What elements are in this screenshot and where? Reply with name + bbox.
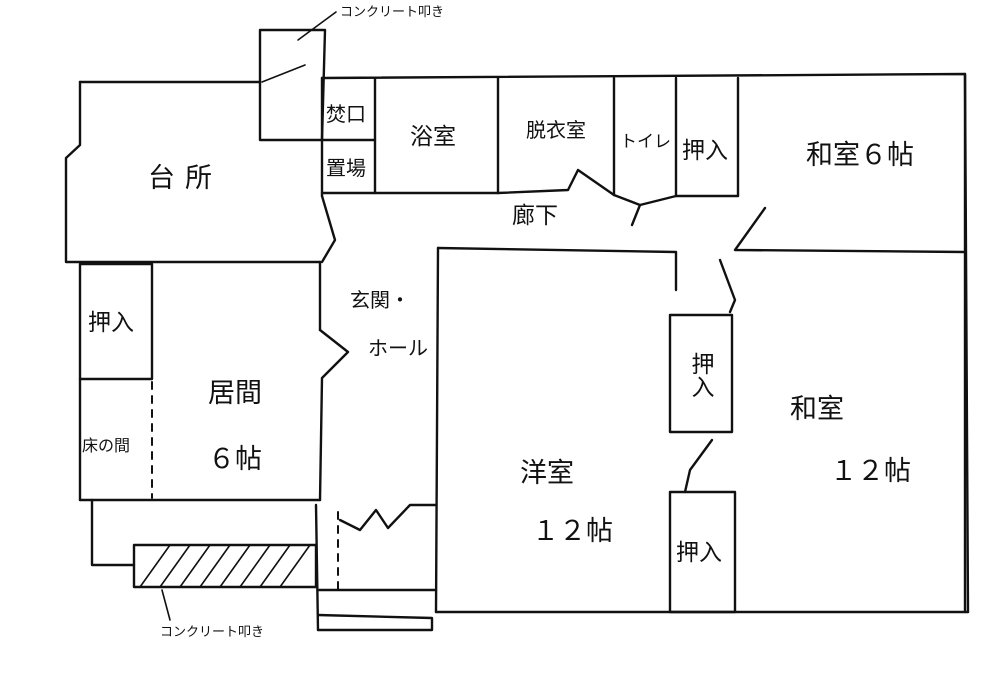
closet-mid-box <box>668 313 734 434</box>
washitsu12-label-1: 和室 <box>790 394 844 425</box>
closet-left-box <box>78 262 154 381</box>
concrete-top-leader <box>297 11 337 41</box>
living-label-2: ６帖 <box>208 444 262 475</box>
concrete-bottom-leader <box>161 589 171 621</box>
entrance-sill <box>316 613 434 632</box>
washitsu6-lower-wall <box>733 206 967 254</box>
closet-left-label: 押入 <box>88 310 134 336</box>
entrance-label-1: 玄関・ <box>350 288 410 312</box>
washitsu12-label-2: １２帖 <box>830 456 911 487</box>
dressing-label: 脱衣室 <box>526 118 586 142</box>
concrete-top-note: コンクリート叩き <box>340 5 445 20</box>
bath-label: 浴室 <box>410 124 456 150</box>
entrance-label-2: ホール <box>368 336 428 360</box>
washitsu6-door <box>638 194 678 207</box>
youshitsu-top <box>436 246 678 292</box>
step-wall <box>90 498 136 567</box>
living-label-1: 居間 <box>208 378 262 409</box>
entrance-left-wall <box>314 503 320 632</box>
dressing-bottom <box>496 168 616 197</box>
concrete-top-enclosure <box>258 28 327 142</box>
closet-top-label: 押入 <box>682 138 728 164</box>
youshitsu-top-right <box>718 258 737 314</box>
hall-door <box>318 328 350 502</box>
corridor-label: 廊下 <box>512 203 558 229</box>
washitsu6-label: 和室６帖 <box>806 140 914 171</box>
tokonoma-label: 床の間 <box>82 436 131 455</box>
kitchen-right-jamb <box>320 194 337 264</box>
kitchen-left-wall <box>64 80 322 264</box>
youshitsu-label-2: １２帖 <box>532 516 613 547</box>
concrete-hatch <box>139 544 311 588</box>
entrance-door <box>338 503 438 532</box>
concrete-top-door <box>261 64 306 83</box>
closet-bottom-label: 押入 <box>676 540 722 566</box>
toilet-label: トイレ <box>620 132 671 152</box>
concrete-bottom-note: コンクリート叩き <box>160 625 265 640</box>
closet-mid-label: 押入 <box>687 352 713 398</box>
youshitsu-left <box>434 246 440 614</box>
toilet-door <box>612 193 642 227</box>
closet-mid-door <box>683 438 714 494</box>
storage-place-label: 置場 <box>326 156 366 180</box>
fireplace-label: 焚口 <box>326 102 366 126</box>
right-wall-outer <box>963 72 970 614</box>
kitchen-label: 台所 <box>148 163 222 194</box>
youshitsu-label-1: 洋室 <box>520 458 574 489</box>
